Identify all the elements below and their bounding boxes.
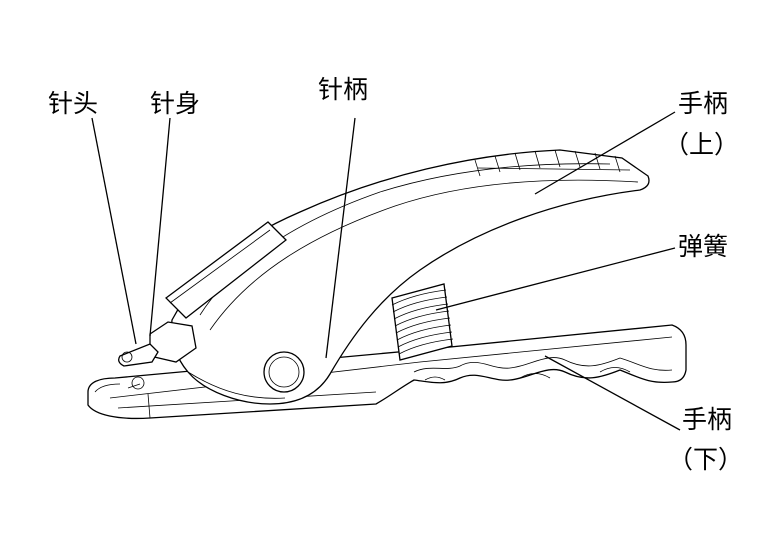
leader-needle-tip — [91, 117, 137, 345]
label-lower-handle: 手柄 — [682, 405, 732, 434]
label-needle-tip: 针头 — [48, 89, 98, 118]
leader-upper-handle — [534, 111, 676, 195]
leader-needle-body — [149, 117, 171, 337]
leader-spring — [435, 247, 676, 311]
leader-lower-handle — [544, 355, 681, 431]
label-upper-handle: 手柄 — [678, 89, 728, 118]
label-spring: 弹簧 — [678, 232, 728, 261]
spring-coil — [391, 283, 454, 361]
upper-handle — [170, 149, 650, 405]
leader-needle-handle — [325, 117, 356, 359]
label-needle-handle: 针柄 — [318, 75, 368, 104]
label-lower-handle-note: （下） — [668, 445, 743, 474]
leader-lines — [91, 111, 681, 431]
label-upper-handle-note: （上） — [664, 130, 739, 159]
needle-assembly — [118, 221, 287, 367]
label-needle-body: 针身 — [150, 89, 200, 118]
